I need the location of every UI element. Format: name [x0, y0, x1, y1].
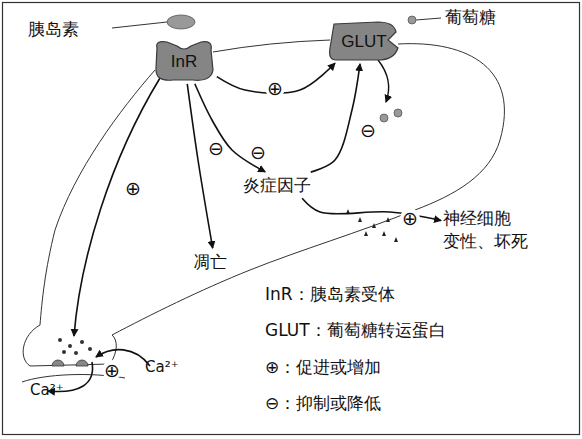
legend-entry: InR：胰岛素受体 [265, 276, 446, 313]
effect-arrow [302, 198, 441, 220]
vesicle [62, 350, 66, 354]
receptor-symbol [76, 360, 88, 366]
vesicle [80, 340, 84, 344]
factor-label: 炎症因子 [243, 173, 327, 197]
node-text: InR [171, 50, 197, 73]
particle [346, 209, 350, 214]
glucose-molecule [380, 114, 388, 122]
vesicle [58, 338, 62, 342]
molecule-label: 葡萄糖 [445, 7, 496, 29]
node-text: 炎症因子 [243, 174, 311, 197]
outcome-label: 神经细胞 变性、坏死 [443, 205, 553, 255]
cell-membrane [112, 44, 504, 335]
receptor-shape: InR [153, 40, 215, 82]
glucose-molecule [408, 16, 416, 24]
molecule-label: 胰岛素 [28, 19, 79, 41]
glucose-molecule [394, 109, 402, 117]
ion-label: Ca²⁺ [145, 356, 179, 378]
outcome-label: 凋亡 [193, 250, 237, 274]
particle [372, 223, 376, 228]
shape-path [156, 42, 213, 81]
particle [386, 217, 390, 222]
legend-text: ⊖：抑制或降低 [265, 392, 381, 415]
inflammatory-particles [346, 209, 398, 242]
glucose-uptake-arrow [378, 60, 389, 102]
particle [364, 231, 368, 236]
vesicle [68, 344, 72, 348]
leader-line [112, 22, 167, 28]
effect-arrow [311, 64, 360, 172]
legend-text: GLUT：葡萄糖转运蛋白 [265, 319, 446, 342]
promote-symbol: ⊕ [102, 360, 122, 380]
particle [382, 231, 386, 236]
effect-arrow [187, 84, 212, 248]
frame [3, 3, 580, 435]
legend-entry: ⊕：促进或增加 [265, 349, 446, 386]
node-text: 神经细胞 变性、坏死 [443, 207, 553, 253]
legend-text: ⊕：促进或增加 [265, 356, 381, 379]
legend: InR：胰岛素受体 GLUT：葡萄糖转运蛋白 ⊕：促进或增加 ⊖：抑制或降低 [265, 276, 446, 422]
shape-path [330, 22, 398, 60]
effect-symbol: ⊕ [400, 208, 420, 228]
effect-symbol: ⊖ [358, 120, 378, 140]
receptor-symbol [52, 360, 64, 366]
leader-line [416, 18, 441, 20]
promote-symbol: ⊕ [123, 178, 143, 198]
ion-label: Ca²⁺ [30, 379, 64, 401]
synaptic-vesicles [58, 338, 92, 355]
particle [394, 237, 398, 242]
insulin-molecule [167, 15, 195, 29]
legend-text: InR：胰岛素受体 [265, 283, 395, 306]
promote-arrow [74, 78, 160, 336]
transporter-shape: GLUT [328, 20, 400, 62]
legend-entry: ⊖：抑制或降低 [265, 386, 446, 423]
legend-entry: GLUT：葡萄糖转运蛋白 [265, 313, 446, 350]
particle [358, 217, 362, 222]
cell-membrane [40, 70, 155, 325]
effect-symbol: ⊕ [265, 78, 285, 98]
node-text: 凋亡 [193, 251, 227, 274]
vesicle [74, 351, 78, 355]
node-text: GLUT [341, 30, 386, 53]
effect-symbol: ⊖ [248, 142, 268, 162]
synaptic-terminal [23, 325, 116, 366]
vesicle [88, 347, 92, 351]
effect-symbol: ⊖ [206, 138, 226, 158]
cell-membrane [213, 40, 330, 52]
